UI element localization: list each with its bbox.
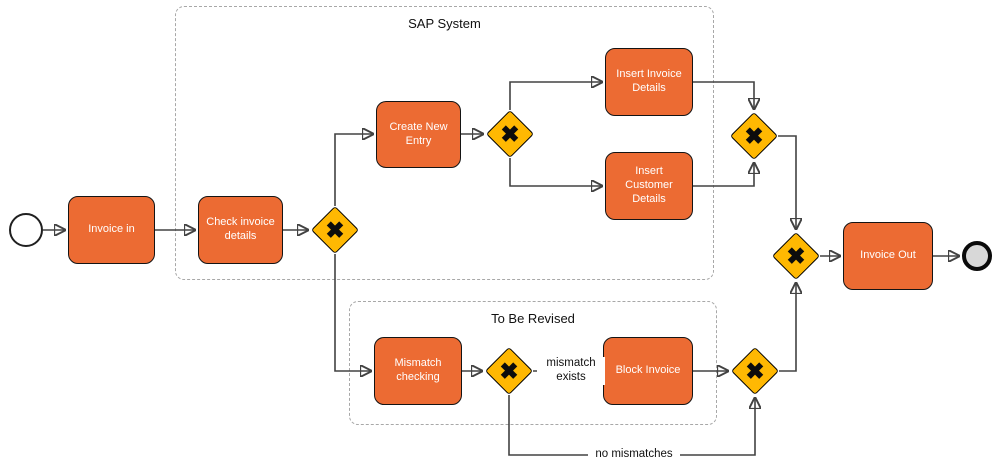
exclusive-gateway-x-icon: ✖ <box>745 357 765 384</box>
gateway-merge-inserts[interactable]: ✖ <box>729 111 779 161</box>
exclusive-gateway-x-icon: ✖ <box>744 122 764 149</box>
exclusive-gateway-x-icon: ✖ <box>499 357 519 384</box>
task-invoice-in-label: Invoice in <box>88 223 135 236</box>
task-check-invoice-details-label: Check invoice details <box>206 216 275 242</box>
gateway-mismatch-decision[interactable]: ✖ <box>484 346 534 396</box>
gateway-split-after-check[interactable]: ✖ <box>310 205 360 255</box>
task-insert-invoice-details[interactable]: Insert Invoice Details <box>605 48 693 116</box>
task-insert-customer-details[interactable]: Insert Customer Details <box>605 152 693 220</box>
task-create-new-entry-label: Create New Entry <box>389 120 448 147</box>
task-insert-customer-details-label: Insert Customer Details <box>625 165 673 205</box>
end-event[interactable] <box>962 241 992 271</box>
gateway-merge-before-invoice-out[interactable]: ✖ <box>771 231 821 281</box>
edge-gateway6-to-gateway4 <box>779 283 796 372</box>
container-to-be-revised-title: To Be Revised <box>491 311 575 326</box>
task-invoice-out[interactable]: Invoice Out <box>843 222 933 290</box>
edge-gateway3-to-gateway4 <box>778 135 796 229</box>
exclusive-gateway-x-icon: ✖ <box>500 120 520 147</box>
gateway-merge-revised[interactable]: ✖ <box>730 346 780 396</box>
exclusive-gateway-x-icon: ✖ <box>786 242 806 269</box>
task-invoice-out-label: Invoice Out <box>860 249 916 262</box>
task-mismatch-checking[interactable]: Mismatch checking <box>374 337 462 405</box>
task-check-invoice-details[interactable]: Check invoice details <box>198 196 283 264</box>
task-block-invoice-label: Block Invoice <box>615 364 681 377</box>
container-sap-system: SAP System <box>175 6 714 280</box>
container-sap-system-title: SAP System <box>408 16 481 31</box>
edge-label-no-mismatches: no mismatches <box>588 448 680 462</box>
gateway-split-after-create-entry[interactable]: ✖ <box>485 109 535 159</box>
task-block-invoice[interactable]: Block Invoice <box>603 337 693 405</box>
exclusive-gateway-x-icon: ✖ <box>325 216 345 243</box>
task-invoice-in[interactable]: Invoice in <box>68 196 155 264</box>
task-create-new-entry[interactable]: Create New Entry <box>376 101 461 168</box>
task-insert-invoice-details-label: Insert Invoice Details <box>616 68 682 94</box>
task-mismatch-checking-label: Mismatch checking <box>394 357 442 383</box>
edge-label-mismatch-exists: mismatch exists <box>537 357 605 385</box>
start-event[interactable] <box>9 213 43 247</box>
